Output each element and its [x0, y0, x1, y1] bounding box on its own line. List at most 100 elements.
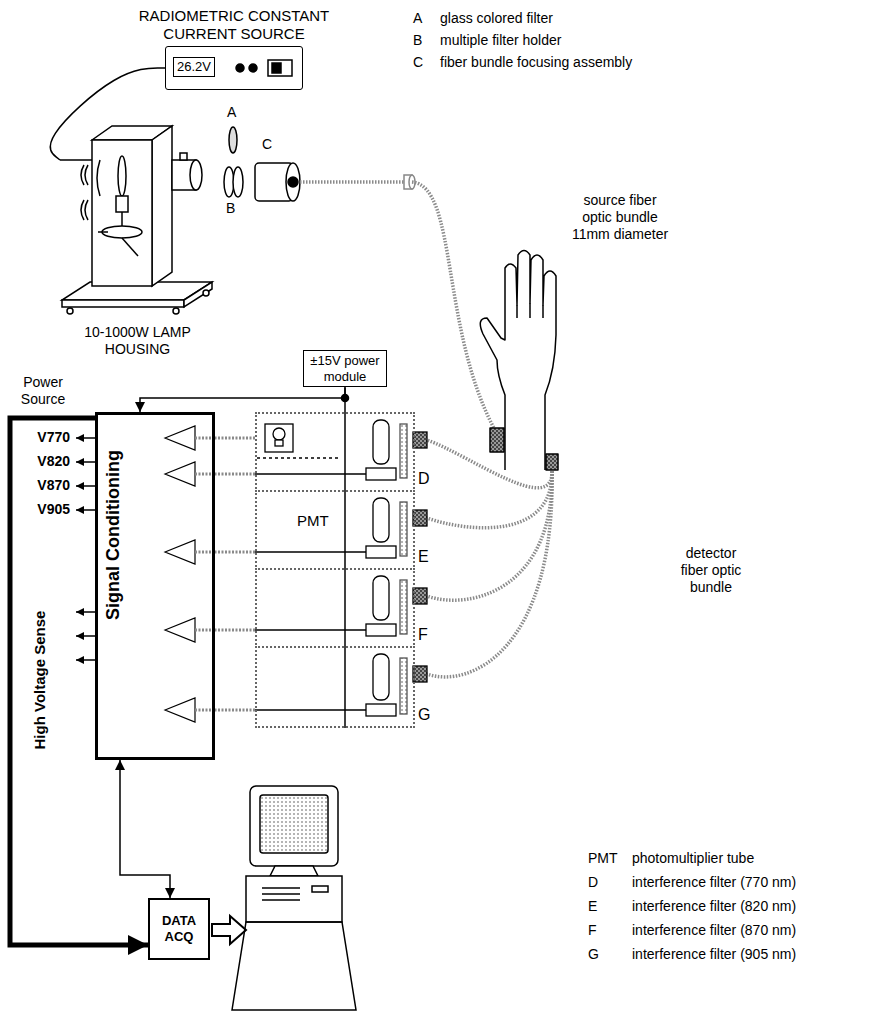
- detector-internals: [413, 588, 427, 604]
- detector-internals: [255, 420, 427, 716]
- detector-internals: [255, 473, 366, 474]
- detector-internals: [257, 457, 340, 458]
- signal-name: V905: [16, 501, 70, 518]
- wire: [195, 551, 215, 554]
- key-letter: PMT: [588, 850, 618, 867]
- signal-wire: [215, 629, 255, 632]
- instrument-title: RADIOMETRIC CONSTANT CURRENT SOURCE: [114, 7, 354, 43]
- detector-internals: [413, 666, 427, 682]
- wire: [195, 473, 215, 476]
- computer-drawing: [262, 893, 300, 895]
- wire: [195, 438, 215, 710]
- optical-filters: [233, 167, 243, 197]
- signal-output-arrow: [76, 635, 95, 637]
- wire: [195, 629, 215, 632]
- signal-output-arrow: [76, 485, 95, 487]
- detector-internals: [373, 498, 389, 542]
- key-letter: F: [588, 922, 597, 939]
- lamp-housing-drawing: [92, 140, 152, 286]
- optical-filters: [224, 127, 300, 201]
- key-letter: A: [413, 10, 422, 27]
- connector: [140, 387, 345, 412]
- hand-drawing: [542, 305, 544, 318]
- hand-drawing: [490, 428, 504, 452]
- detector-internals: [366, 546, 396, 558]
- lamp-housing-drawing: [60, 126, 212, 314]
- part-letter: A: [227, 104, 236, 121]
- part-letter: B: [226, 200, 235, 217]
- signal-output-arrow: [76, 659, 95, 661]
- line-label: High Voltage Sense: [31, 611, 49, 750]
- filter-letter: F: [418, 625, 428, 644]
- key-text: glass colored filter: [440, 10, 553, 27]
- optical-filters: [288, 177, 298, 187]
- detector-internals: [255, 629, 366, 630]
- key-text: interference filter (905 nm): [632, 946, 796, 963]
- lamp-housing-drawing: [180, 153, 187, 160]
- key-letter: G: [588, 946, 599, 963]
- detector-internals: [413, 432, 427, 448]
- key-text: interference filter (870 nm): [632, 922, 796, 939]
- lamp-housing-drawing: [62, 300, 184, 307]
- computer-drawing: [262, 887, 300, 889]
- filter-letter: E: [418, 547, 429, 566]
- source-controls: [236, 60, 292, 76]
- signal-output-arrow: [76, 437, 95, 439]
- optical-filters: [229, 127, 237, 153]
- detector-internals: [255, 709, 366, 710]
- lamp-housing-drawing: [121, 212, 123, 226]
- hand-drawing: [480, 251, 558, 471]
- lamp-housing-drawing: [116, 196, 128, 212]
- key-text: interference filter (820 nm): [632, 898, 796, 915]
- part-label: 10-1000W LAMP HOUSING: [82, 324, 194, 358]
- optical-filters: [286, 163, 300, 201]
- hand-drawing: [516, 305, 518, 318]
- fiber-bundle: [427, 468, 552, 677]
- lamp-housing-drawing: [85, 165, 88, 185]
- detector-internals: [400, 580, 407, 634]
- signal-wire: [215, 709, 255, 712]
- computer-drawing: [250, 786, 338, 866]
- key-letter: B: [413, 32, 422, 49]
- detector-module: G: [255, 646, 415, 728]
- detector-internals: [373, 654, 389, 700]
- wire: [195, 437, 215, 440]
- amplifier-symbol: [165, 426, 195, 722]
- lamp-housing-drawing: [67, 308, 73, 314]
- lamp-housing-drawing: [122, 238, 138, 256]
- detector-module: F: [255, 568, 415, 648]
- amplifier-symbol: [165, 698, 195, 722]
- filter-letter: G: [418, 705, 430, 724]
- source-controls: [268, 60, 292, 76]
- key-letter: C: [413, 54, 423, 71]
- source-controls: [272, 63, 281, 73]
- part-letter: C: [262, 136, 272, 153]
- detector-internals: [413, 510, 427, 526]
- connector: [120, 760, 170, 898]
- computer-drawing: [312, 886, 328, 892]
- lamp-housing-drawing: [60, 159, 92, 161]
- fiber-bundle: [300, 180, 404, 184]
- signal-name: V870: [16, 477, 70, 494]
- key-letter: D: [588, 874, 598, 891]
- amplifier-symbol: [165, 540, 195, 564]
- lamp-housing-drawing: [81, 200, 84, 220]
- detector-module: D: [255, 412, 415, 492]
- detector-internals: [255, 551, 366, 552]
- detector-internals: [366, 624, 396, 636]
- connector: [344, 387, 346, 412]
- detector-internals: [400, 658, 407, 714]
- data-acq-box: DATA ACQ: [148, 898, 210, 960]
- key-letter: E: [588, 898, 597, 915]
- detector-internals: [400, 502, 407, 556]
- key-text: photomultiplier tube: [632, 850, 754, 867]
- computer-drawing: [232, 922, 356, 1010]
- fiber-bundle: [427, 468, 552, 528]
- power-bus: [342, 395, 349, 729]
- box-title: Signal Conditioning: [103, 450, 125, 620]
- hand-drawing: [529, 303, 531, 318]
- lamp-housing-drawing: [173, 308, 179, 314]
- source-controls: [236, 64, 244, 72]
